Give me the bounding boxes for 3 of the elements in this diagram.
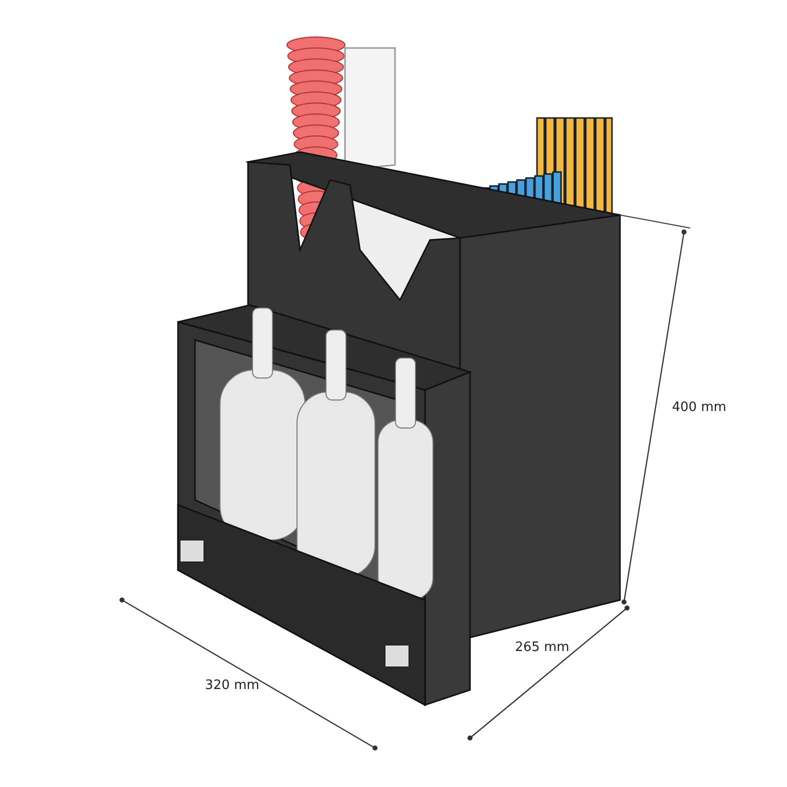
dimension-label: 265 mm bbox=[515, 640, 570, 655]
dimension-label: 320 mm bbox=[205, 678, 260, 693]
dimension-label: 400 mm bbox=[672, 400, 726, 415]
